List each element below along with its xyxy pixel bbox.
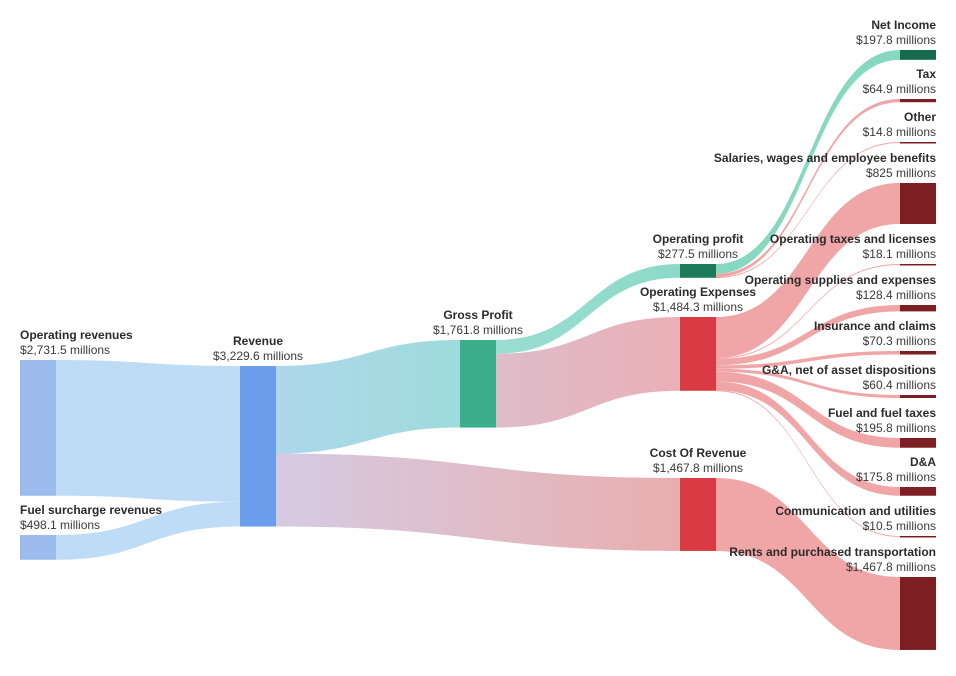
link-op_profit-to-net [716, 50, 900, 274]
node-label-da: D&A [910, 455, 936, 469]
node-da [900, 487, 936, 496]
link-op_exp-to-ga [716, 368, 900, 399]
node-rents [900, 577, 936, 650]
node-label-fuel: Fuel and fuel taxes [828, 406, 936, 420]
node-value-op_exp: $1,484.3 millions [653, 300, 743, 314]
node-supplies [900, 305, 936, 312]
node-value-fuel: $195.8 millions [856, 421, 936, 435]
node-fuel [900, 438, 936, 448]
node-label-fuel_sur: Fuel surcharge revenues [20, 503, 162, 517]
link-gross-to-op_exp [496, 317, 680, 428]
node-op_exp [680, 317, 716, 391]
node-optax [900, 264, 936, 266]
link-fuel_sur-to-revenue [56, 501, 240, 560]
link-op_profit-to-other [716, 142, 900, 279]
node-label-op_profit: Operating profit [653, 232, 744, 246]
node-value-insurance: $70.3 millions [863, 334, 936, 348]
node-cor [680, 478, 716, 551]
links-layer [56, 50, 900, 650]
node-label-cor: Cost Of Revenue [650, 446, 747, 460]
node-value-optax: $18.1 millions [863, 247, 936, 261]
node-value-comm: $10.5 millions [863, 519, 936, 533]
node-label-insurance: Insurance and claims [814, 319, 936, 333]
link-revenue-to-gross [276, 340, 460, 454]
node-fuel_sur [20, 535, 56, 560]
node-label-op_exp: Operating Expenses [640, 285, 756, 299]
node-label-rents: Rents and purchased transportation [729, 545, 936, 559]
link-op_exp-to-salaries [716, 183, 900, 359]
node-label-supplies: Operating supplies and expenses [745, 273, 937, 287]
node-revenue [240, 366, 276, 527]
node-value-net: $197.8 millions [856, 33, 936, 47]
node-op_rev [20, 360, 56, 496]
node-salaries [900, 183, 936, 225]
node-value-other: $14.8 millions [863, 125, 936, 139]
node-label-net: Net Income [871, 18, 936, 32]
link-op_profit-to-tax [716, 99, 900, 278]
node-value-op_rev: $2,731.5 millions [20, 343, 110, 357]
link-revenue-to-cor [276, 453, 680, 551]
node-value-supplies: $128.4 millions [856, 288, 936, 302]
node-tax [900, 99, 936, 103]
link-op_exp-to-insurance [716, 351, 900, 369]
node-label-comm: Communication and utilities [775, 504, 936, 518]
node-value-rents: $1,467.8 millions [846, 560, 936, 574]
link-op_exp-to-comm [716, 390, 900, 537]
node-label-op_rev: Operating revenues [20, 328, 133, 342]
link-op_exp-to-optax [716, 264, 900, 360]
node-value-ga: $60.4 millions [863, 378, 936, 392]
node-label-optax: Operating taxes and licenses [770, 232, 936, 246]
labels-layer: Operating revenues$2,731.5 millionsFuel … [20, 18, 936, 574]
node-value-cor: $1,467.8 millions [653, 461, 743, 475]
node-label-ga: G&A, net of asset dispositions [762, 363, 936, 377]
node-value-fuel_sur: $498.1 millions [20, 518, 100, 532]
link-cor-to-rents [716, 478, 900, 650]
node-value-revenue: $3,229.6 millions [213, 349, 303, 363]
node-value-salaries: $825 millions [866, 166, 936, 180]
link-op_exp-to-da [716, 381, 900, 496]
link-op_exp-to-supplies [716, 305, 900, 366]
node-value-da: $175.8 millions [856, 470, 936, 484]
node-label-revenue: Revenue [233, 334, 283, 348]
link-op_exp-to-fuel [716, 371, 900, 448]
node-comm [900, 536, 936, 538]
node-value-op_profit: $277.5 millions [658, 247, 738, 261]
node-net [900, 50, 936, 60]
node-op_profit [680, 264, 716, 278]
node-label-tax: Tax [916, 67, 936, 81]
node-insurance [900, 351, 936, 355]
node-ga [900, 395, 936, 399]
link-op_rev-to-revenue [56, 360, 240, 502]
node-gross [460, 340, 496, 428]
nodes-layer [20, 50, 936, 650]
link-gross-to-op_profit [496, 264, 680, 354]
node-other [900, 142, 936, 144]
node-value-tax: $64.9 millions [863, 82, 936, 96]
node-value-gross: $1,761.8 millions [433, 323, 523, 337]
node-label-gross: Gross Profit [443, 308, 512, 322]
node-label-salaries: Salaries, wages and employee benefits [714, 151, 936, 165]
node-label-other: Other [904, 110, 936, 124]
